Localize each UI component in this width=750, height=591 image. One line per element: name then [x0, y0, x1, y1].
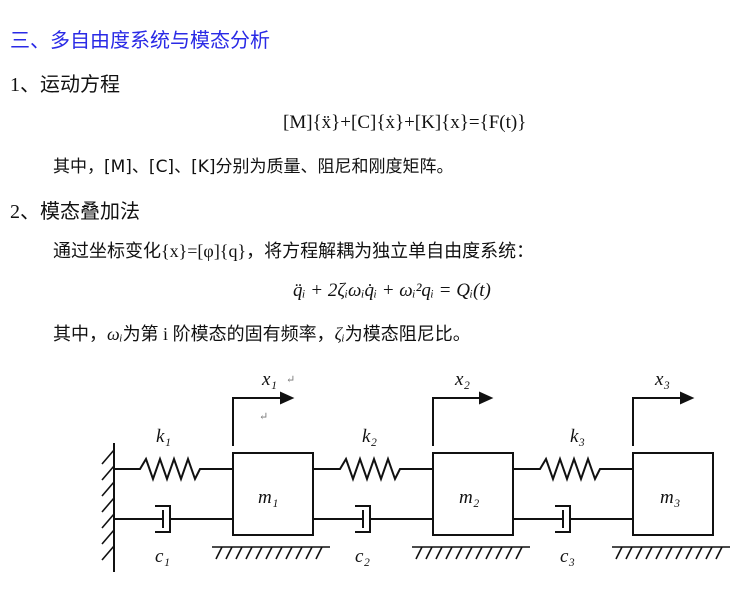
- damper-1: [114, 505, 233, 533]
- label-m1: m₁: [258, 487, 278, 508]
- omega-symbol: ωᵢ: [107, 324, 123, 344]
- note-mid: 为第 i 阶模态的固有频率，: [122, 324, 335, 344]
- label-m2: m₂: [459, 487, 480, 508]
- section-title: 三、多自由度系统与模态分析: [10, 30, 270, 52]
- ground-1: [212, 546, 330, 560]
- mass-3: [632, 452, 714, 536]
- label-x1: x₁: [261, 369, 277, 390]
- ground-2: [412, 546, 530, 560]
- arrow-x1: [232, 391, 295, 446]
- arrow-x2: [432, 391, 494, 446]
- spring-1: [114, 455, 233, 483]
- note-prefix: 其中，: [53, 324, 107, 344]
- return-mark: ↵: [286, 374, 295, 386]
- modal-note: 其中，ωᵢ为第 i 阶模态的固有频率，ζᵢ为模态阻尼比。: [53, 320, 471, 346]
- label-k2: k₂: [362, 426, 377, 447]
- label-c2: c₂: [355, 546, 370, 567]
- label-x3: x₃: [654, 369, 670, 390]
- label-c3: c₃: [560, 546, 575, 567]
- label-c1: c₁: [155, 546, 170, 567]
- spring-2: [313, 455, 433, 483]
- label-x2: x₂: [454, 369, 470, 390]
- subsection-1-title: 1、运动方程: [10, 74, 120, 96]
- spring-3: [513, 455, 633, 483]
- arrow-x3: [632, 391, 695, 446]
- label-m3: m₃: [660, 487, 680, 508]
- modal-equation: q̈ᵢ + 2ζᵢωᵢq̇ᵢ + ωᵢ²qᵢ = Qᵢ(t): [293, 280, 491, 301]
- label-k3: k₃: [570, 426, 585, 447]
- note-end: 为模态阻尼比。: [344, 324, 471, 344]
- subsection-2-title: 2、模态叠加法: [10, 201, 140, 223]
- damper-3: [513, 505, 633, 533]
- ground-3: [612, 546, 730, 560]
- motion-equation: [M]{ẍ}+[C]{ẋ}+[K]{x}={F(t)}: [283, 112, 527, 133]
- label-k1: k₁: [156, 426, 171, 447]
- damper-2: [313, 505, 433, 533]
- mass-2: [432, 452, 514, 536]
- fixed-wall: [101, 443, 115, 572]
- zeta-symbol: ζᵢ: [334, 324, 345, 344]
- return-mark: ↵: [259, 411, 268, 423]
- coordinate-transform-text: 通过坐标变化{x}=[φ]{q}，将方程解耦为独立单自由度系统：: [53, 241, 535, 261]
- matrix-note: 其中，[M]、[C]、[K]分别为质量、阻尼和刚度矩阵。: [53, 157, 454, 177]
- mass-1: [232, 452, 314, 536]
